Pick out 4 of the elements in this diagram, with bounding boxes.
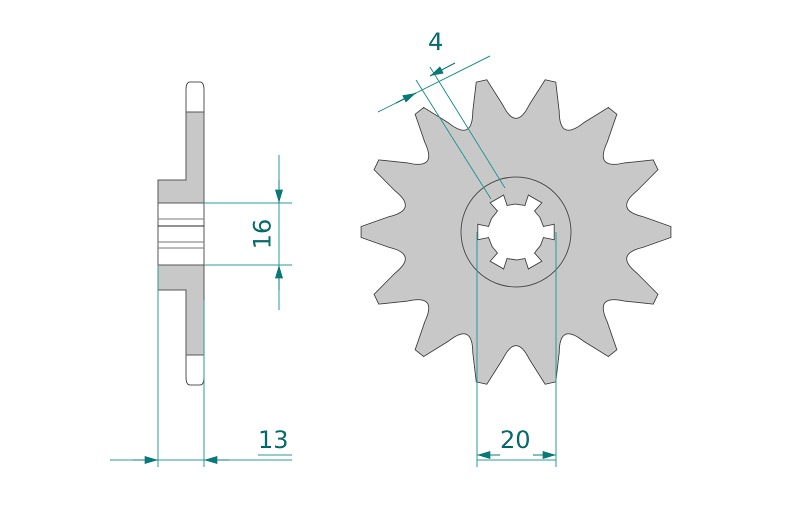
dimension-value: 20 <box>500 428 531 452</box>
dimension-value: 16 <box>250 218 274 250</box>
dimension-value: 4 <box>428 30 444 54</box>
dimension-value: 13 <box>258 428 289 452</box>
